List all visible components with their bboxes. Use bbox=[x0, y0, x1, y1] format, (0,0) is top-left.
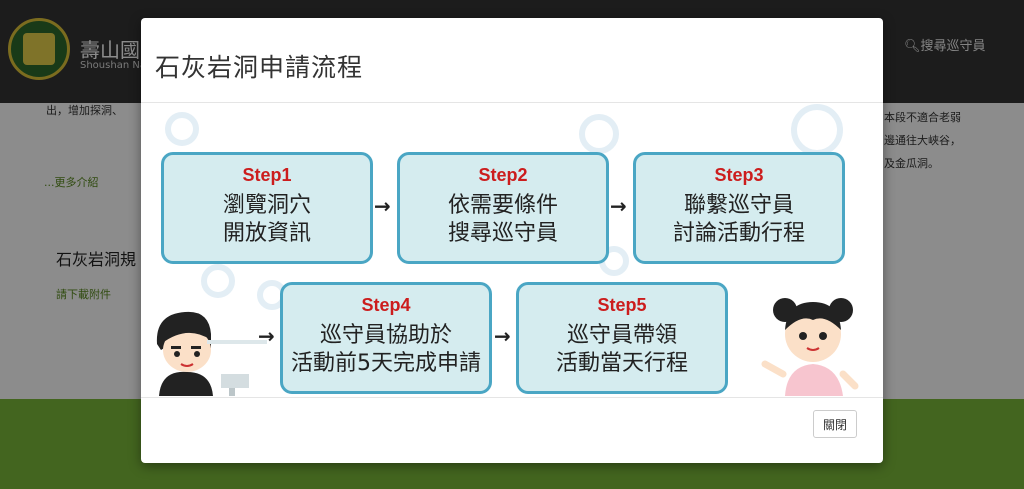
girl-illustration bbox=[761, 298, 859, 396]
right-line: 邊通往大峽谷， bbox=[884, 134, 961, 147]
section-heading: 石灰岩洞規 bbox=[56, 250, 137, 269]
gear-icon bbox=[579, 114, 619, 154]
park-logo[interactable] bbox=[8, 18, 70, 80]
process-flow-image: Step1 瀏覽洞穴 開放資訊 → Step2 依需要條件 搜尋巡守員 → St… bbox=[141, 104, 883, 396]
gear-icon bbox=[201, 264, 235, 298]
step-text: 聯繫巡守員 bbox=[683, 193, 794, 218]
step-5-box: Step5 巡守員帶領 活動當天行程 bbox=[516, 282, 728, 394]
step-text: 活動前5天完成申請 bbox=[291, 351, 481, 376]
download-attachment-link[interactable]: 請下載附件 bbox=[56, 288, 111, 301]
search-icon: 🔍︎ bbox=[904, 39, 921, 54]
step-2-box: Step2 依需要條件 搜尋巡守員 bbox=[397, 152, 609, 264]
gear-icon bbox=[791, 104, 843, 156]
step-1-box: Step1 瀏覽洞穴 開放資訊 bbox=[161, 152, 373, 264]
modal-title: 石灰岩洞申請流程 bbox=[155, 53, 364, 82]
step-label: Step4 bbox=[361, 295, 411, 315]
process-modal: 石灰岩洞申請流程 Step1 瀏覽洞穴 開放資訊 → Step2 依需要條件 搜… bbox=[141, 18, 883, 463]
step-text: 活動當天行程 bbox=[555, 351, 688, 376]
step-4-box: Step4 巡守員協助於 活動前5天完成申請 bbox=[280, 282, 492, 394]
step-text: 依需要條件 bbox=[447, 193, 558, 218]
step-text: 討論活動行程 bbox=[672, 221, 805, 246]
step-text: 搜尋巡守員 bbox=[447, 221, 558, 246]
gear-icon bbox=[165, 112, 199, 146]
right-text: 本段不適合老弱 邊通往大峽谷， 及金瓜洞。 bbox=[884, 106, 1024, 175]
boy-illustration bbox=[156, 311, 267, 396]
step-label: Step3 bbox=[714, 165, 764, 185]
right-line: 本段不適合老弱 bbox=[884, 111, 961, 124]
divider bbox=[141, 397, 883, 398]
step-text: 開放資訊 bbox=[222, 221, 311, 246]
close-button[interactable]: 關閉 bbox=[813, 410, 857, 438]
step-text: 瀏覽洞穴 bbox=[222, 193, 311, 218]
site-subtitle: Shoushan Nati bbox=[80, 60, 153, 71]
right-line: 及金瓜洞。 bbox=[884, 157, 939, 170]
step-label: Step1 bbox=[242, 165, 292, 185]
divider bbox=[141, 102, 883, 103]
arrow-icon: → bbox=[610, 194, 627, 218]
step-label: Step5 bbox=[597, 295, 647, 315]
arrow-icon: → bbox=[494, 324, 511, 348]
step-text: 巡守員協助於 bbox=[319, 323, 452, 348]
step-label: Step2 bbox=[478, 165, 528, 185]
search-rangers-link[interactable]: 🔍︎搜尋巡守員 bbox=[904, 39, 986, 54]
more-intro-link[interactable]: ...更多介紹 bbox=[44, 176, 99, 189]
step-3-box: Step3 聯繫巡守員 討論活動行程 bbox=[633, 152, 845, 264]
step-text: 巡守員帶領 bbox=[566, 323, 677, 348]
arrow-icon: → bbox=[374, 194, 391, 218]
intro-text: 出，增加探洞、 bbox=[46, 104, 123, 117]
